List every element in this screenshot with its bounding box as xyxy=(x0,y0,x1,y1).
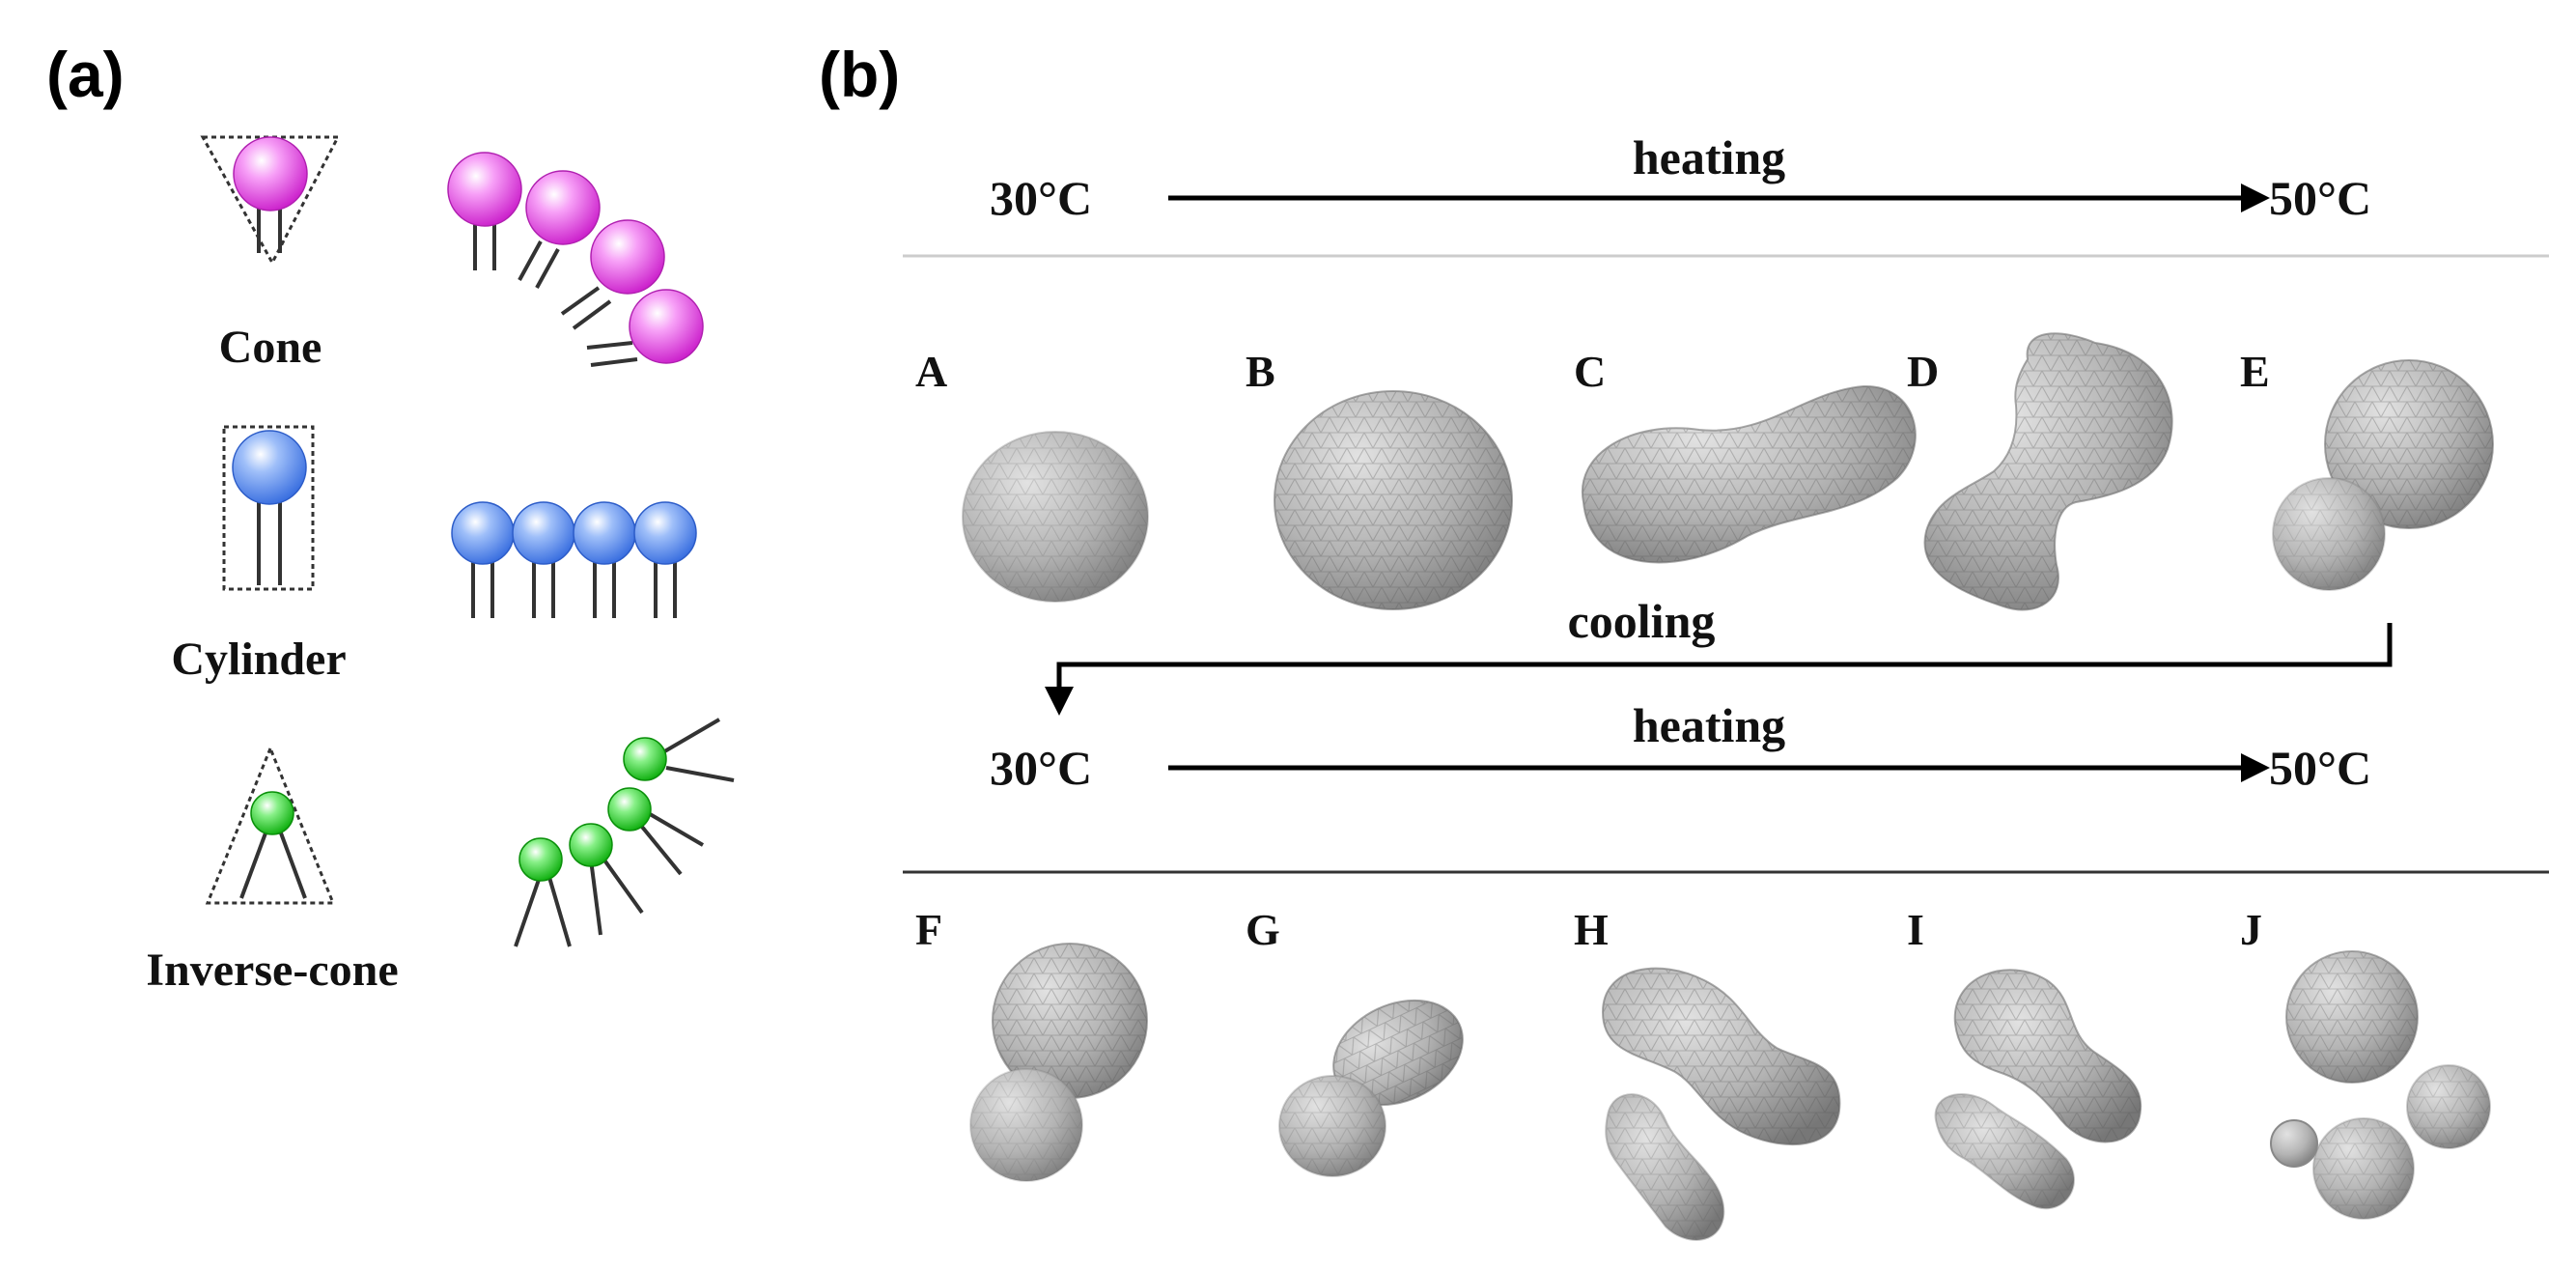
vesicle-e xyxy=(2272,359,2494,591)
shape-label-a: A xyxy=(915,347,947,396)
panel-b-label: (b) xyxy=(819,39,900,110)
cylinder-label: Cylinder xyxy=(171,634,346,685)
vesicle-h xyxy=(1601,967,1841,1241)
inverse-cone-monolayer-icon xyxy=(514,718,735,947)
panel-a-label: (a) xyxy=(46,39,125,110)
cycle1-process: heating xyxy=(1633,130,1785,184)
vesicle-g xyxy=(1278,999,1464,1177)
cone-monolayer-icon xyxy=(447,152,704,367)
shape-label-i: I xyxy=(1907,905,1924,954)
cycle2-start-temp: 30°C xyxy=(990,741,1092,795)
cycle2-process: heating xyxy=(1633,698,1785,752)
shape-label-j: J xyxy=(2240,905,2262,954)
cylinder-monolayer-icon xyxy=(451,501,697,618)
shape-label-h: H xyxy=(1574,905,1609,954)
cooling-process: cooling xyxy=(1568,594,1716,648)
cone-shape-icon xyxy=(200,135,341,267)
cone-label: Cone xyxy=(219,322,322,373)
shape-label-f: F xyxy=(915,905,942,954)
cylinder-shape-icon xyxy=(222,425,315,591)
inverse-cone-shape-icon xyxy=(205,745,336,905)
cycle2-end-temp: 50°C xyxy=(2269,741,2371,795)
shape-label-e: E xyxy=(2240,347,2270,396)
cooling-arrow xyxy=(1045,623,2393,716)
vesicle-c xyxy=(1581,384,1917,564)
vesicle-d xyxy=(1923,332,2173,611)
vesicle-a xyxy=(962,431,1149,603)
cycle1-start-temp: 30°C xyxy=(990,171,1092,225)
vesicle-j xyxy=(2270,950,2491,1220)
vesicle-i xyxy=(1934,969,2142,1210)
cycle1-end-temp: 50°C xyxy=(2269,171,2371,225)
shape-label-c: C xyxy=(1574,347,1606,396)
vesicle-f xyxy=(969,943,1148,1182)
shape-label-b: B xyxy=(1246,347,1275,396)
shape-label-g: G xyxy=(1246,905,1280,954)
vesicle-b xyxy=(1274,390,1513,610)
inverse-cone-label: Inverse-cone xyxy=(146,945,398,996)
shape-label-d: D xyxy=(1907,347,1939,396)
